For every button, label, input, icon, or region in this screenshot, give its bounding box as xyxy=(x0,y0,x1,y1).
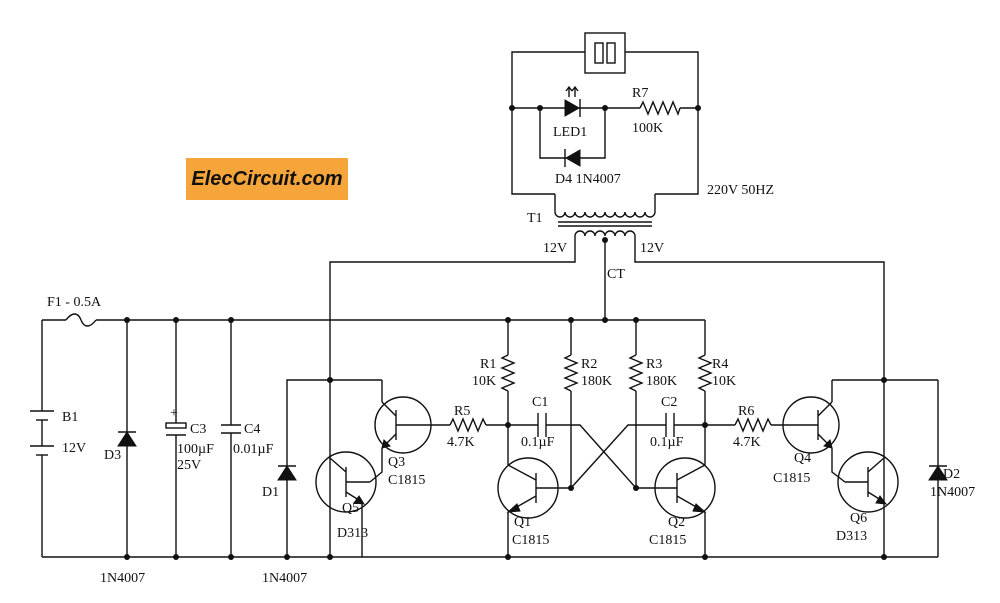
c4-value: 0.01µF xyxy=(233,442,274,457)
r5-resistor xyxy=(449,417,487,433)
d3-diode-icon xyxy=(117,320,137,557)
r7-label: R7 xyxy=(632,86,648,101)
q4-transistor-icon xyxy=(782,380,840,454)
q1-transistor-icon xyxy=(497,457,571,557)
q6-label: Q6 xyxy=(850,511,867,526)
component-labels: R7 100K LED1 D4 1N4007 220V 50HZ T1 12V … xyxy=(47,86,975,586)
t1-label: T1 xyxy=(527,211,543,226)
d3-part: 1N4007 xyxy=(100,571,145,586)
led1-icon xyxy=(564,85,581,117)
d2-label: D2 xyxy=(943,467,960,482)
mains-label: 220V 50HZ xyxy=(707,183,774,198)
c3-capacitor-icon xyxy=(165,320,187,557)
d4-label: D4 1N4007 xyxy=(555,172,621,187)
r1-resistor xyxy=(500,354,516,392)
c3-label: C3 xyxy=(190,422,206,437)
secondary-wiring xyxy=(329,240,885,557)
brand-text: ElecCircuit.com xyxy=(191,167,343,190)
f1-fuse-icon xyxy=(65,313,97,327)
brand-logo[interactable]: ElecCircuit.com xyxy=(186,158,348,200)
b1-battery-icon xyxy=(30,320,54,557)
r7-resistor xyxy=(639,100,681,116)
d1-diode-icon xyxy=(277,377,333,557)
c1-value: 0.1µF xyxy=(521,435,555,450)
r2-resistor xyxy=(563,354,579,392)
c2-value: 0.1µF xyxy=(650,435,684,450)
q4-part: C1815 xyxy=(773,471,810,486)
d1-part: 1N4007 xyxy=(262,571,307,586)
b1-value: 12V xyxy=(62,441,86,456)
q1-label: Q1 xyxy=(514,515,531,530)
c4-capacitor-icon xyxy=(221,320,241,557)
t1-primary-winding xyxy=(554,194,656,218)
q2-label: Q2 xyxy=(668,515,685,530)
d4-diode-icon xyxy=(564,149,581,167)
c3-capacitance: 100µF xyxy=(177,442,214,457)
r4-label: R4 xyxy=(712,357,728,372)
r5-value: 4.7K xyxy=(447,435,475,450)
q6-part: D313 xyxy=(836,529,867,544)
r7-value: 100K xyxy=(632,121,663,136)
q6-transistor-icon xyxy=(837,451,899,513)
q5-transistor-icon xyxy=(315,451,377,557)
r3-resistor xyxy=(628,354,644,392)
q3-part: C1815 xyxy=(388,473,425,488)
r6-label: R6 xyxy=(738,404,754,419)
q3-label: Q3 xyxy=(388,455,405,470)
c3-polarity: + xyxy=(170,406,178,421)
q2-transistor-icon xyxy=(636,457,716,557)
secondary-right-voltage: 12V xyxy=(640,241,664,256)
d3-label: D3 xyxy=(104,448,121,463)
ct-label: CT xyxy=(607,267,625,282)
c1-capacitor-icon xyxy=(537,413,547,437)
r3-value: 180K xyxy=(646,374,677,389)
f1-label: F1 - 0.5A xyxy=(47,295,102,310)
output-section xyxy=(509,32,701,252)
c2-label: C2 xyxy=(661,395,677,410)
r3-label: R3 xyxy=(646,357,662,372)
ac-socket-icon xyxy=(584,32,626,74)
q5-part: D313 xyxy=(337,526,368,541)
c2-capacitor-icon xyxy=(665,413,675,437)
r1-label: R1 xyxy=(480,357,496,372)
q4-label: Q4 xyxy=(794,451,811,466)
r2-value: 180K xyxy=(581,374,612,389)
b1-label: B1 xyxy=(62,410,78,425)
q2-part: C1815 xyxy=(649,533,686,548)
secondary-left-voltage: 12V xyxy=(543,241,567,256)
r1-value: 10K xyxy=(472,374,496,389)
d1-label: D1 xyxy=(262,485,279,500)
c4-label: C4 xyxy=(244,422,260,437)
q3-transistor-icon xyxy=(374,380,450,454)
r5-label: R5 xyxy=(454,404,470,419)
r6-resistor xyxy=(734,417,772,433)
r4-value: 10K xyxy=(712,374,736,389)
r6-value: 4.7K xyxy=(733,435,761,450)
r4-resistor xyxy=(697,354,713,392)
t1-secondary-winding xyxy=(574,230,636,252)
q1-part: C1815 xyxy=(512,533,549,548)
q5-label: Q5 xyxy=(342,501,359,516)
c3-voltage: 25V xyxy=(177,458,201,473)
c1-label: C1 xyxy=(532,395,548,410)
d2-part: 1N4007 xyxy=(930,485,975,500)
d2-diode-icon xyxy=(928,380,948,557)
r2-label: R2 xyxy=(581,357,597,372)
supply-rails xyxy=(42,313,938,560)
led1-label: LED1 xyxy=(553,125,587,140)
